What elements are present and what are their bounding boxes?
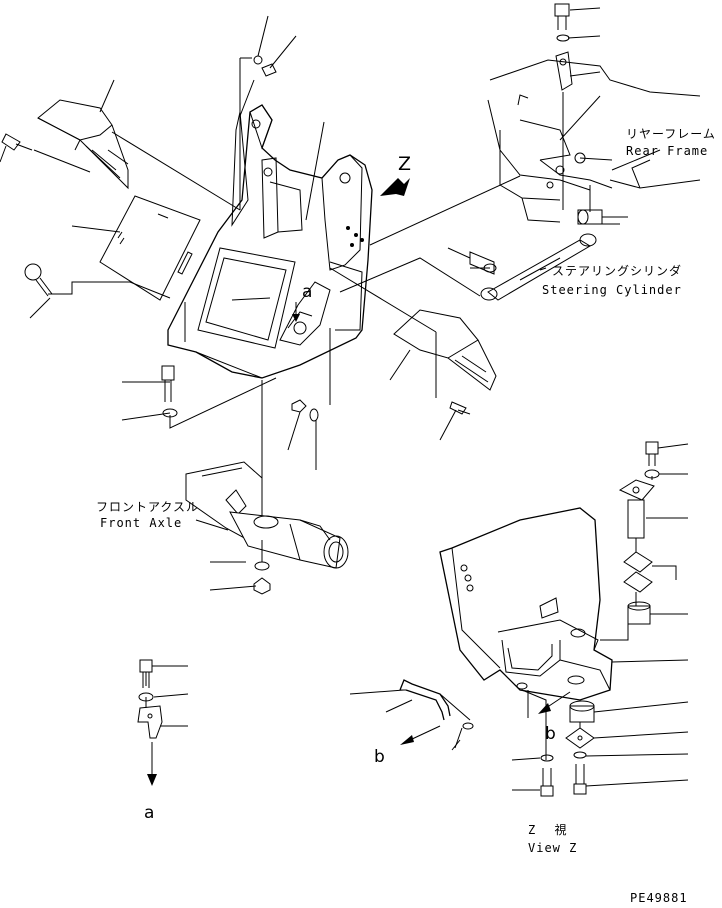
rear-bolt-stack	[554, 3, 573, 91]
right-step-fender	[393, 309, 497, 391]
rear-frame	[487, 59, 701, 223]
view-z-letter: Z	[398, 153, 411, 175]
frame-bolt-washer	[161, 365, 178, 418]
left-bolt-lower	[24, 263, 53, 297]
axle-washer-nut	[253, 561, 271, 595]
frame-nut-washer	[291, 399, 319, 422]
steering-cylinder	[469, 233, 597, 301]
view-z-parts-stack	[618, 441, 660, 625]
left-step-fender	[37, 99, 129, 190]
steering-cylinder-label-jp: ステアリングシリンダ	[552, 263, 682, 278]
ref-b-right: b	[545, 724, 556, 744]
rear-pin-bushing	[577, 209, 603, 225]
front-frame	[167, 104, 373, 379]
left-bolt-upper	[1, 133, 33, 151]
ref-arrow-a-frame	[292, 302, 300, 322]
ref-a-bottom: a	[144, 803, 154, 823]
view-z-pin	[454, 722, 474, 749]
ref-a-frame: a	[302, 282, 312, 302]
top-washer-nut	[253, 55, 277, 77]
view-z-lower-parts	[565, 700, 595, 795]
view-z-label-jp: Z 視	[528, 822, 572, 837]
ref-arrow-b-right	[538, 691, 571, 714]
right-step-bolt	[449, 401, 471, 415]
rear-frame-label-en: Rear Frame	[626, 144, 708, 158]
lower-left-bolt-group	[137, 659, 163, 786]
ref-arrow-b-left	[400, 725, 441, 745]
cover-plate	[99, 195, 201, 301]
front-axle	[185, 461, 349, 569]
connection-lines	[33, 57, 653, 760]
steering-cylinder-label-en: Steering Cylinder	[542, 283, 682, 297]
ref-b-left: b	[374, 747, 385, 767]
view-z-pipe	[399, 679, 451, 721]
view-z-frame	[439, 507, 613, 701]
view-z-arrow	[380, 178, 410, 196]
leader-lines	[0, 7, 689, 791]
view-z-label-en: View Z	[528, 841, 577, 855]
front-axle-label-en: Front Axle	[100, 516, 182, 530]
rear-frame-label-jp: リヤーフレーム	[626, 127, 716, 141]
drawing-code: PE49881	[630, 891, 688, 905]
front-axle-label-jp: フロントアクスル	[96, 500, 199, 514]
view-z-bolt	[540, 754, 554, 797]
